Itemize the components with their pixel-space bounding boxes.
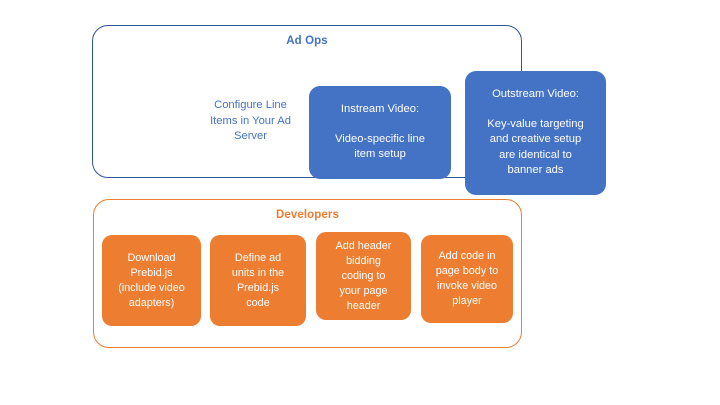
- card-heading: Outstream Video:: [492, 88, 579, 101]
- text-line: Server: [234, 130, 267, 142]
- card-body-line: code: [246, 296, 270, 309]
- text-line: Items in Your Ad: [210, 114, 291, 127]
- configure-line-items-text: Configure Line Items in Your Ad Server: [193, 98, 308, 145]
- card-body-line: banner ads: [507, 164, 564, 177]
- card-body-line: Video-specific line: [335, 132, 425, 145]
- card-body-line: and creative setup: [489, 133, 582, 146]
- group-title-ad-ops: Ad Ops: [286, 35, 328, 47]
- card-body-line: Key-value targeting: [487, 117, 584, 130]
- card-body-line: player: [452, 295, 482, 307]
- card-define-ad-units[interactable]: Define ad units in the Prebid.js code: [210, 235, 306, 326]
- text-line: Configure Line: [214, 99, 287, 111]
- card-body-line: Prebid.js: [236, 281, 279, 294]
- card-body-line: your page: [339, 284, 388, 297]
- card-download-prebid[interactable]: Download Prebid.js (include video adapte…: [102, 235, 201, 326]
- card-body-line: coding to: [341, 269, 386, 282]
- card-body-line: adapters): [128, 296, 175, 309]
- card-body-line: page body to: [435, 265, 499, 277]
- card-body-line: units in the: [231, 266, 285, 279]
- group-title-developers: Developers: [275, 209, 339, 221]
- card-body-line: Define ad: [234, 251, 282, 264]
- card-body-line: header: [346, 299, 381, 312]
- card-body-line: Prebid.js: [130, 266, 173, 279]
- card-body-line: are identical to: [499, 148, 572, 161]
- card-body-line: item setup: [354, 148, 406, 161]
- card-add-page-body-code[interactable]: Add code in page body to invoke video pl…: [421, 235, 513, 323]
- card-outstream-video[interactable]: Outstream Video: Key-value targeting and…: [465, 71, 606, 195]
- card-add-header-bidding[interactable]: Add header bidding coding to your page h…: [316, 232, 411, 320]
- card-body-line: Add code in: [438, 250, 496, 262]
- card-body-line: Download: [127, 251, 176, 264]
- card-body-line: bidding: [346, 254, 381, 267]
- card-instream-video[interactable]: Instream Video: Video-specific line item…: [309, 86, 451, 179]
- card-body-line: (include video: [118, 281, 185, 294]
- card-heading: Instream Video:: [340, 103, 420, 116]
- group-ad-ops: Ad Ops Configure Line Items in Your Ad S…: [92, 25, 606, 195]
- card-body-line: invoke video: [436, 280, 498, 292]
- card-body-line: Add header: [335, 239, 392, 252]
